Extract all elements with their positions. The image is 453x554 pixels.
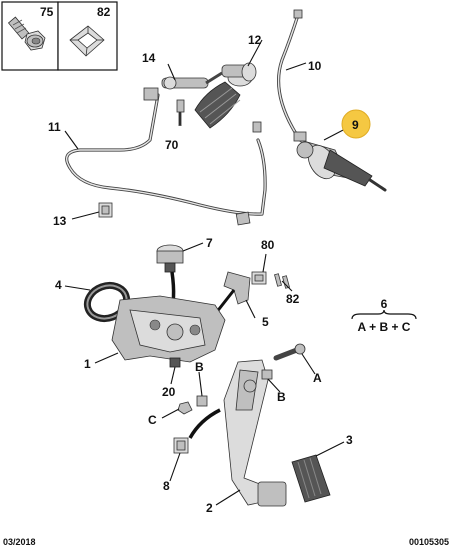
screws-82[interactable] [274, 273, 290, 289]
label-11[interactable]: 11 [48, 120, 61, 134]
footer-reference: 00105305 [408, 537, 449, 547]
footer-date: 03/2018 [3, 537, 36, 547]
inset-box-82[interactable]: 82 [57, 1, 118, 71]
kit-brace [351, 309, 417, 320]
label-5[interactable]: 5 [262, 315, 269, 329]
label-7[interactable]: 7 [206, 236, 213, 250]
label-3[interactable]: 3 [346, 433, 353, 447]
kit-formula: 6 A + B + C [351, 297, 417, 334]
clip-80[interactable] [251, 271, 267, 285]
pedal-box-1[interactable] [111, 295, 226, 368]
pipe-clip-13[interactable] [98, 202, 113, 218]
label-14[interactable]: 14 [142, 51, 156, 65]
connector-14[interactable] [143, 71, 223, 101]
label-70[interactable]: 70 [165, 138, 179, 152]
spring-wire [188, 408, 221, 439]
clip-nut-icon [69, 25, 105, 57]
hydraulic-pipe [65, 93, 267, 226]
inset-label-75: 75 [40, 5, 54, 19]
ring-4[interactable] [83, 280, 132, 324]
clip-8[interactable] [173, 437, 189, 454]
label-B-upper[interactable]: B [195, 360, 204, 374]
master-cylinder-12[interactable] [194, 62, 257, 129]
kit-number[interactable]: 6 [381, 297, 388, 311]
label-B-lower[interactable]: B [277, 390, 286, 404]
label-A[interactable]: A [313, 371, 322, 385]
leader-lines [64, 39, 348, 506]
bushing-B-left[interactable] [196, 395, 208, 407]
highlight-badge-9 [341, 109, 371, 139]
kit-formula-text: A + B + C [358, 320, 411, 334]
label-2[interactable]: 2 [206, 501, 213, 515]
label-8[interactable]: 8 [163, 479, 170, 493]
bolt-A[interactable] [273, 343, 306, 361]
part-labels: 12 14 10 11 70 9 13 7 80 82 4 5 1 20 A B… [48, 33, 359, 515]
label-10[interactable]: 10 [308, 59, 322, 73]
label-13[interactable]: 13 [53, 214, 67, 228]
nut-C[interactable] [177, 401, 193, 415]
cable-10 [276, 9, 303, 142]
pedal-pad-3[interactable] [291, 454, 331, 503]
bolt-icon [7, 16, 46, 51]
slave-cylinder-9[interactable] [293, 131, 387, 192]
label-20[interactable]: 20 [162, 385, 176, 399]
label-1[interactable]: 1 [84, 357, 91, 371]
label-C[interactable]: C [148, 413, 157, 427]
label-9[interactable]: 9 [352, 118, 359, 132]
label-82[interactable]: 82 [286, 292, 300, 306]
inset-label-82: 82 [97, 5, 111, 19]
inset-box-75[interactable]: 75 [1, 1, 59, 71]
label-80[interactable]: 80 [261, 238, 275, 252]
pedal-lever-2[interactable] [223, 359, 287, 507]
label-12[interactable]: 12 [248, 33, 262, 47]
label-4[interactable]: 4 [55, 278, 62, 292]
bushing-B-right[interactable] [261, 369, 273, 380]
